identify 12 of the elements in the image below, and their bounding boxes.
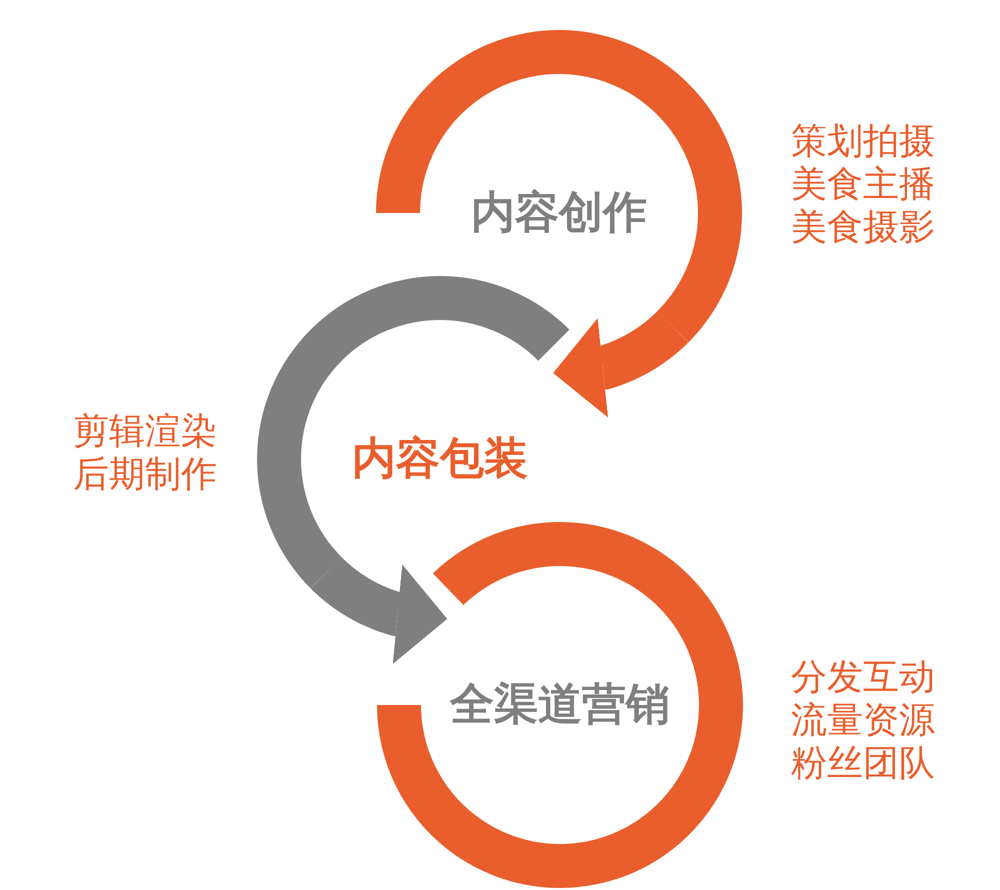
stage-title: 内容包装	[352, 433, 528, 485]
task-text: 后期制作	[73, 453, 217, 496]
task-text: 流量资源	[791, 699, 935, 742]
task-text: 美食主播	[791, 163, 935, 206]
stage-title: 内容创作	[471, 187, 647, 239]
stage-title: 全渠道营销	[450, 679, 670, 731]
task-text: 策划拍摄	[791, 120, 935, 163]
task-text: 分发互动	[791, 656, 935, 699]
arc-ring	[377, 522, 743, 888]
task-text: 粉丝团队	[791, 742, 935, 785]
task-text: 剪辑渲染	[73, 410, 217, 453]
task-text: 美食摄影	[791, 206, 935, 249]
